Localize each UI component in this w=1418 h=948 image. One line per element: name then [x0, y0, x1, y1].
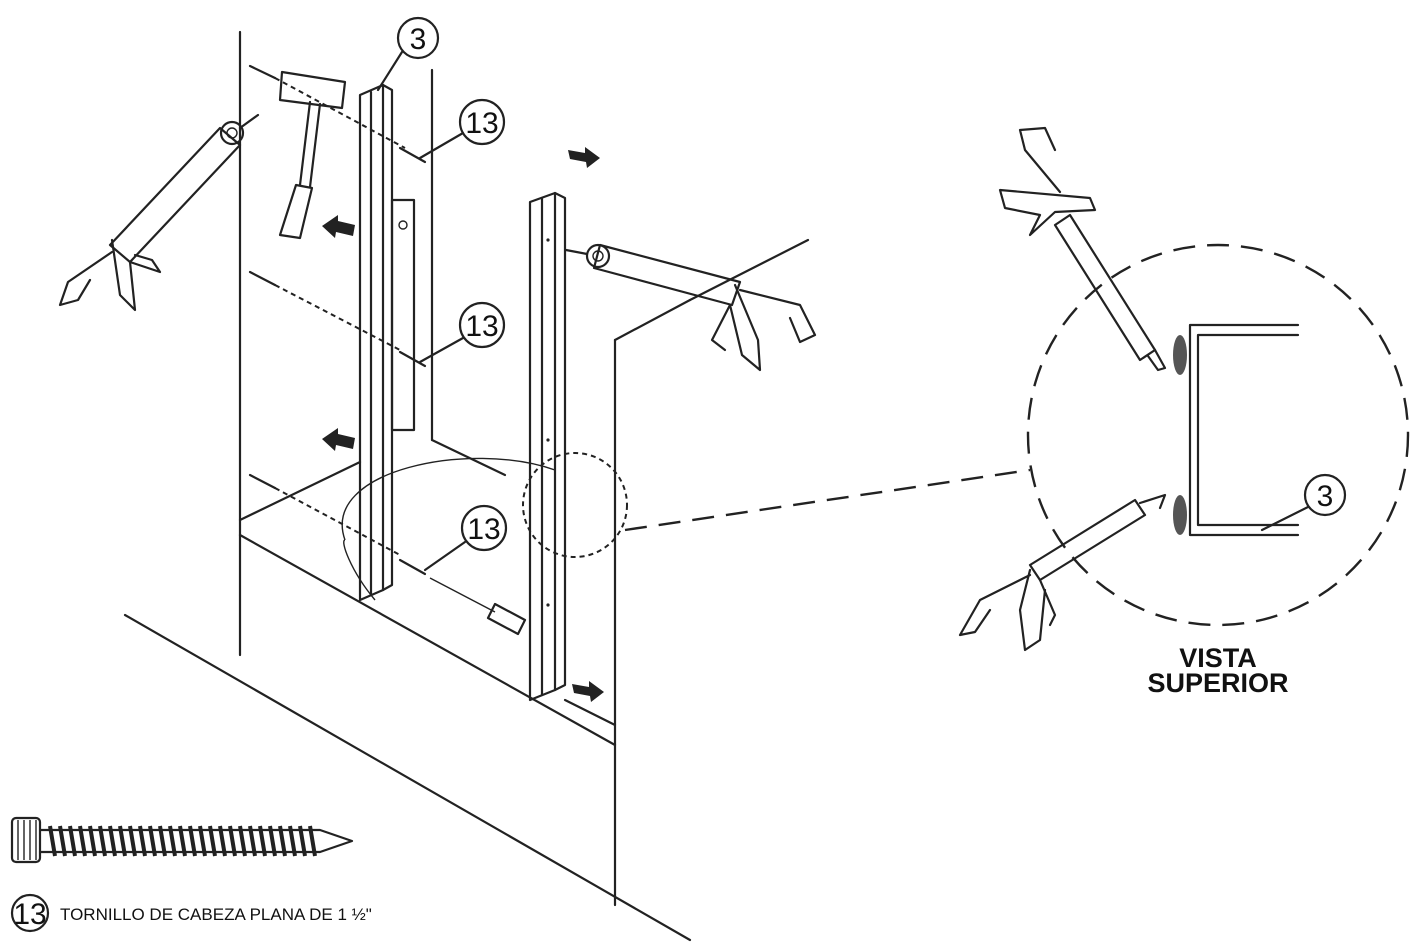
detail-circle	[1026, 243, 1410, 627]
detail-title-line1: VISTA	[1179, 643, 1257, 673]
arrow-right-icon	[568, 147, 600, 168]
callout-screw-bottom: 13	[423, 504, 508, 572]
screwdriver-icon	[429, 577, 527, 636]
caulking-gun-right-icon	[564, 243, 817, 372]
detail-title-line2: SUPERIOR	[1147, 668, 1288, 698]
callout-frame: 3	[376, 16, 440, 92]
bathtub-enclosure	[123, 30, 810, 942]
callout-screw-top: 13	[418, 98, 506, 160]
bracket-hole	[398, 220, 408, 230]
legend-screw: 13 TORNILLO DE CABEZA PLANA DE 1 ½"	[10, 816, 372, 933]
detail-leader-line	[624, 468, 1031, 532]
screw-icon	[10, 816, 354, 864]
legend-number: 13	[13, 898, 46, 931]
top-view-detail: 3 VISTA SUPERIOR	[958, 126, 1410, 698]
screw-middle	[248, 270, 427, 368]
arrow-left-icon	[322, 215, 355, 238]
arrow-left-icon	[322, 428, 355, 451]
callout-number: 13	[465, 107, 498, 140]
caulking-gun-left-icon	[58, 113, 260, 312]
callout-screw-middle: 13	[418, 301, 506, 364]
callout-number: 3	[1317, 480, 1334, 513]
callout-number: 3	[410, 23, 427, 56]
screw-bottom	[248, 473, 427, 576]
callout-number: 13	[465, 310, 498, 343]
screw-top	[248, 64, 427, 164]
wall-bracket	[390, 198, 416, 432]
legend-label: TORNILLO DE CABEZA PLANA DE 1 ½"	[60, 905, 372, 924]
strike-jamb-profile	[528, 191, 567, 702]
callout-number: 13	[467, 513, 500, 546]
arrow-right-icon	[572, 681, 604, 702]
detail-marker-circle	[522, 452, 628, 558]
hammer-icon	[278, 70, 347, 240]
